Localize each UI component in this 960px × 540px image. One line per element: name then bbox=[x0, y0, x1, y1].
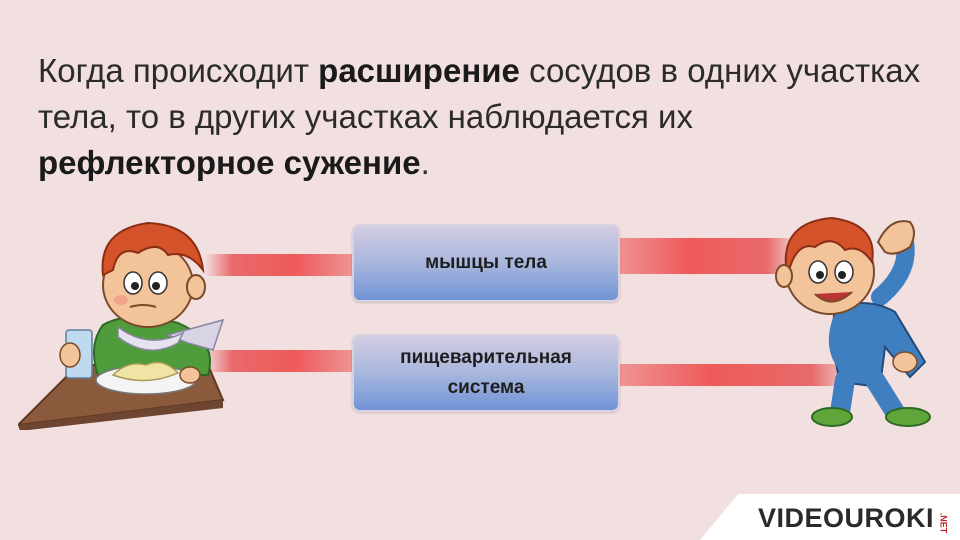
box-digestive-system: пищеварительная система bbox=[352, 334, 620, 412]
connector-left-top bbox=[205, 254, 355, 276]
logo-background bbox=[700, 494, 960, 540]
box-digestive-system-label: пищеварительная система bbox=[400, 347, 572, 398]
connector-left-bottom bbox=[205, 350, 355, 372]
statement-part-3: . bbox=[420, 144, 430, 181]
statement-bold-expansion: расширение bbox=[318, 52, 520, 89]
main-statement: Когда происходит расширение сосудов в од… bbox=[38, 48, 928, 186]
videouroki-logo: VIDEOUROKI .NET bbox=[700, 494, 960, 540]
boy-eating-icon bbox=[18, 221, 225, 430]
connector-right-bottom bbox=[615, 364, 855, 386]
box-body-muscles-label: мышцы тела bbox=[425, 252, 547, 273]
box-body-muscles: мышцы тела bbox=[352, 224, 620, 302]
statement-part-2: сосудов в одних участках тела, то в друг… bbox=[38, 52, 921, 135]
connector-right-top bbox=[615, 238, 800, 274]
logo-suffix: .NET bbox=[938, 512, 949, 534]
statement-part-1: Когда происходит bbox=[38, 52, 319, 89]
logo-text: VIDEOUROKI bbox=[757, 503, 934, 533]
statement-bold-constriction: рефлекторное сужение bbox=[38, 144, 421, 181]
boy-stretching-icon bbox=[775, 216, 931, 427]
